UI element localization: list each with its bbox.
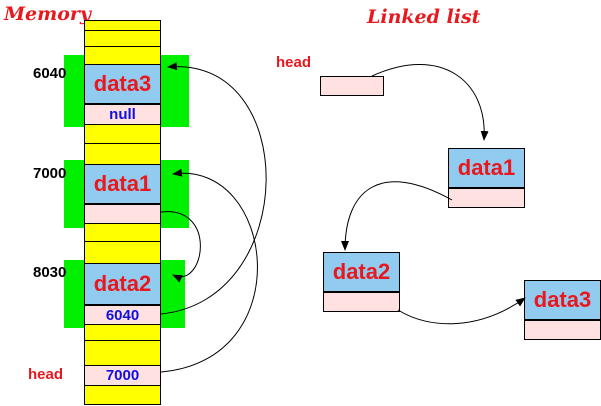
memory-node-7000-next <box>84 204 161 224</box>
memory-node-6040-data: data3 <box>84 64 161 104</box>
address-label-8030: 8030 <box>33 264 67 281</box>
list-node-2-data: data2 <box>323 252 400 292</box>
node-highlight-8030-left <box>64 260 84 328</box>
arrow-data1-to-data2 <box>341 181 453 251</box>
address-label-7000: 7000 <box>33 165 67 182</box>
arrow-7000-to-8030 <box>160 211 201 283</box>
memory-head-cell: 7000 <box>84 365 161 386</box>
arrow-8030-to-6040 <box>160 62 267 315</box>
list-head-box <box>320 76 384 96</box>
node-highlight-6040-left <box>64 55 84 127</box>
list-head-label: head <box>276 54 312 71</box>
node-highlight-7000-left <box>64 160 84 228</box>
memory-node-7000-data: data1 <box>84 164 161 204</box>
node-highlight-8030-right <box>161 260 185 328</box>
list-node-2-next <box>323 292 400 312</box>
address-label-6040: 6040 <box>33 65 67 82</box>
arrow-list-head-to-data1 <box>371 64 489 141</box>
memory-node-8030-data: data2 <box>84 263 161 305</box>
memory-title: Memory <box>4 3 91 25</box>
list-node-1-data: data1 <box>448 148 525 188</box>
memory-node-8030-next: 6040 <box>84 305 161 325</box>
arrow-data2-to-data3 <box>397 297 526 325</box>
arrow-head-to-7000 <box>160 168 258 373</box>
linked-list-title: Linked list <box>367 6 481 28</box>
memory-node-6040-next: null <box>84 104 161 125</box>
memory-head-label: head <box>28 366 64 383</box>
